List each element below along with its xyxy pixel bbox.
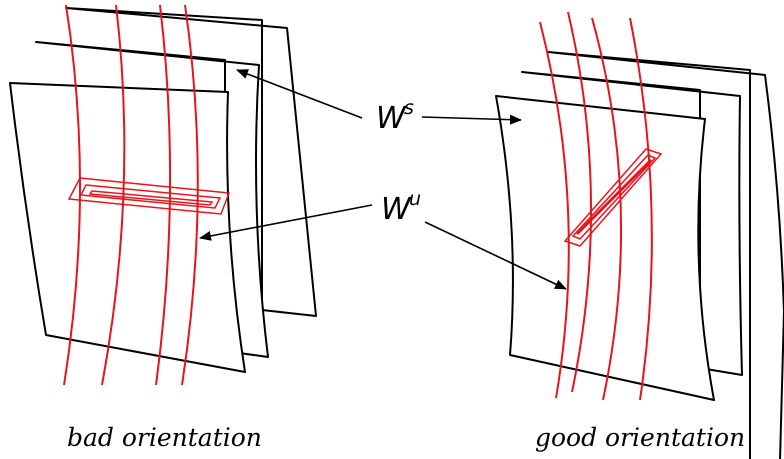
unstable-arrow-right [424,221,567,290]
stable-label-symbol: W [376,101,407,136]
unstable-leaves-right [539,11,653,401]
caption-good-orientation: good orientation [535,423,745,452]
stable-arrow-right [421,114,522,125]
unstable-label-superscript: u [409,188,421,210]
unstable-leaf-curve [591,17,623,401]
stable-arrow-left [236,69,363,119]
unstable-leaf-curve [539,21,570,399]
unstable-label-symbol: W [381,192,412,227]
stable-leaf-front-left [9,82,246,373]
unstable-leaf-curve [101,4,126,386]
unstable-leaf-curve [629,17,653,401]
stable-label: W s [376,97,414,136]
stable-leaf-front-right [495,95,715,401]
stable-label-superscript: s [404,97,414,119]
unstable-leaf-curve [181,4,199,386]
test-rectangle-left [67,177,231,215]
stable-leaf-back-left [65,7,317,317]
test-rectangle-right [563,148,663,247]
unstable-leaf-curve [63,4,81,386]
right-panel [495,11,784,459]
stable-leaf-back-right [547,51,784,459]
unstable-label: W u [381,188,421,227]
unstable-arrow-left [199,204,373,241]
caption-bad-orientation: bad orientation [67,423,262,452]
left-panel [9,4,317,386]
unstable-leaf-curve [567,11,592,393]
stable-leaf-middle-right [521,71,743,376]
